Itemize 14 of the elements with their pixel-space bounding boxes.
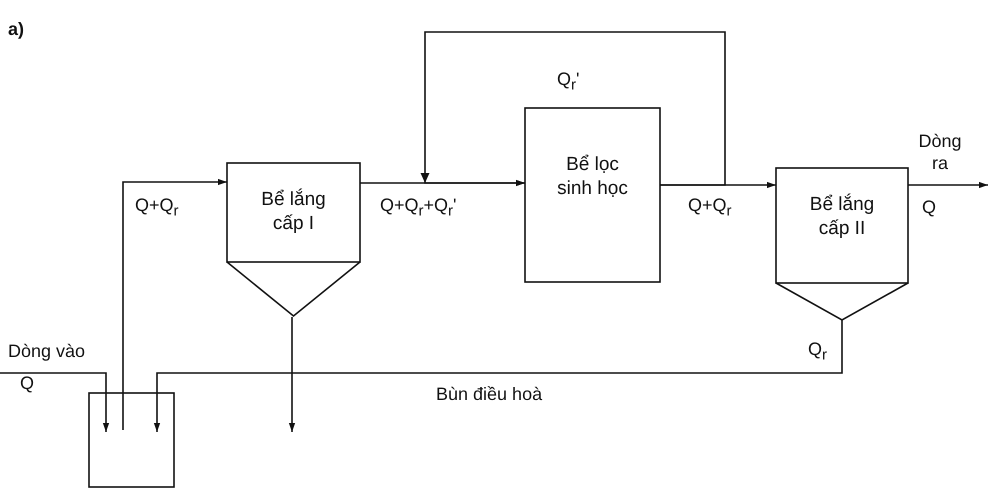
flow-label: Q (922, 196, 936, 218)
panel-label: a) (8, 18, 24, 40)
edge-label: Dòng ra (918, 130, 962, 174)
edge-label: Q$_{r}$' (557, 68, 580, 96)
tank-label: Bể lắng cấp I (260, 188, 327, 236)
tank-label: Bể lọc sinh học (556, 153, 629, 201)
edge-label: Q$_{r}$ (808, 338, 828, 366)
flow-label: Q (20, 372, 34, 394)
edge-label: Q+Q$_{r}$+Q$_{r}$' (380, 194, 456, 222)
tank-label: Bể lắng cấp II (808, 193, 876, 241)
flow-label: Bùn điều hoà (436, 383, 542, 405)
edge-label: Dòng vào (8, 340, 86, 362)
edge-label: Q+Q$_{r}$ (688, 194, 732, 222)
edge-label: Q+Q$_{r}$ (135, 194, 179, 222)
